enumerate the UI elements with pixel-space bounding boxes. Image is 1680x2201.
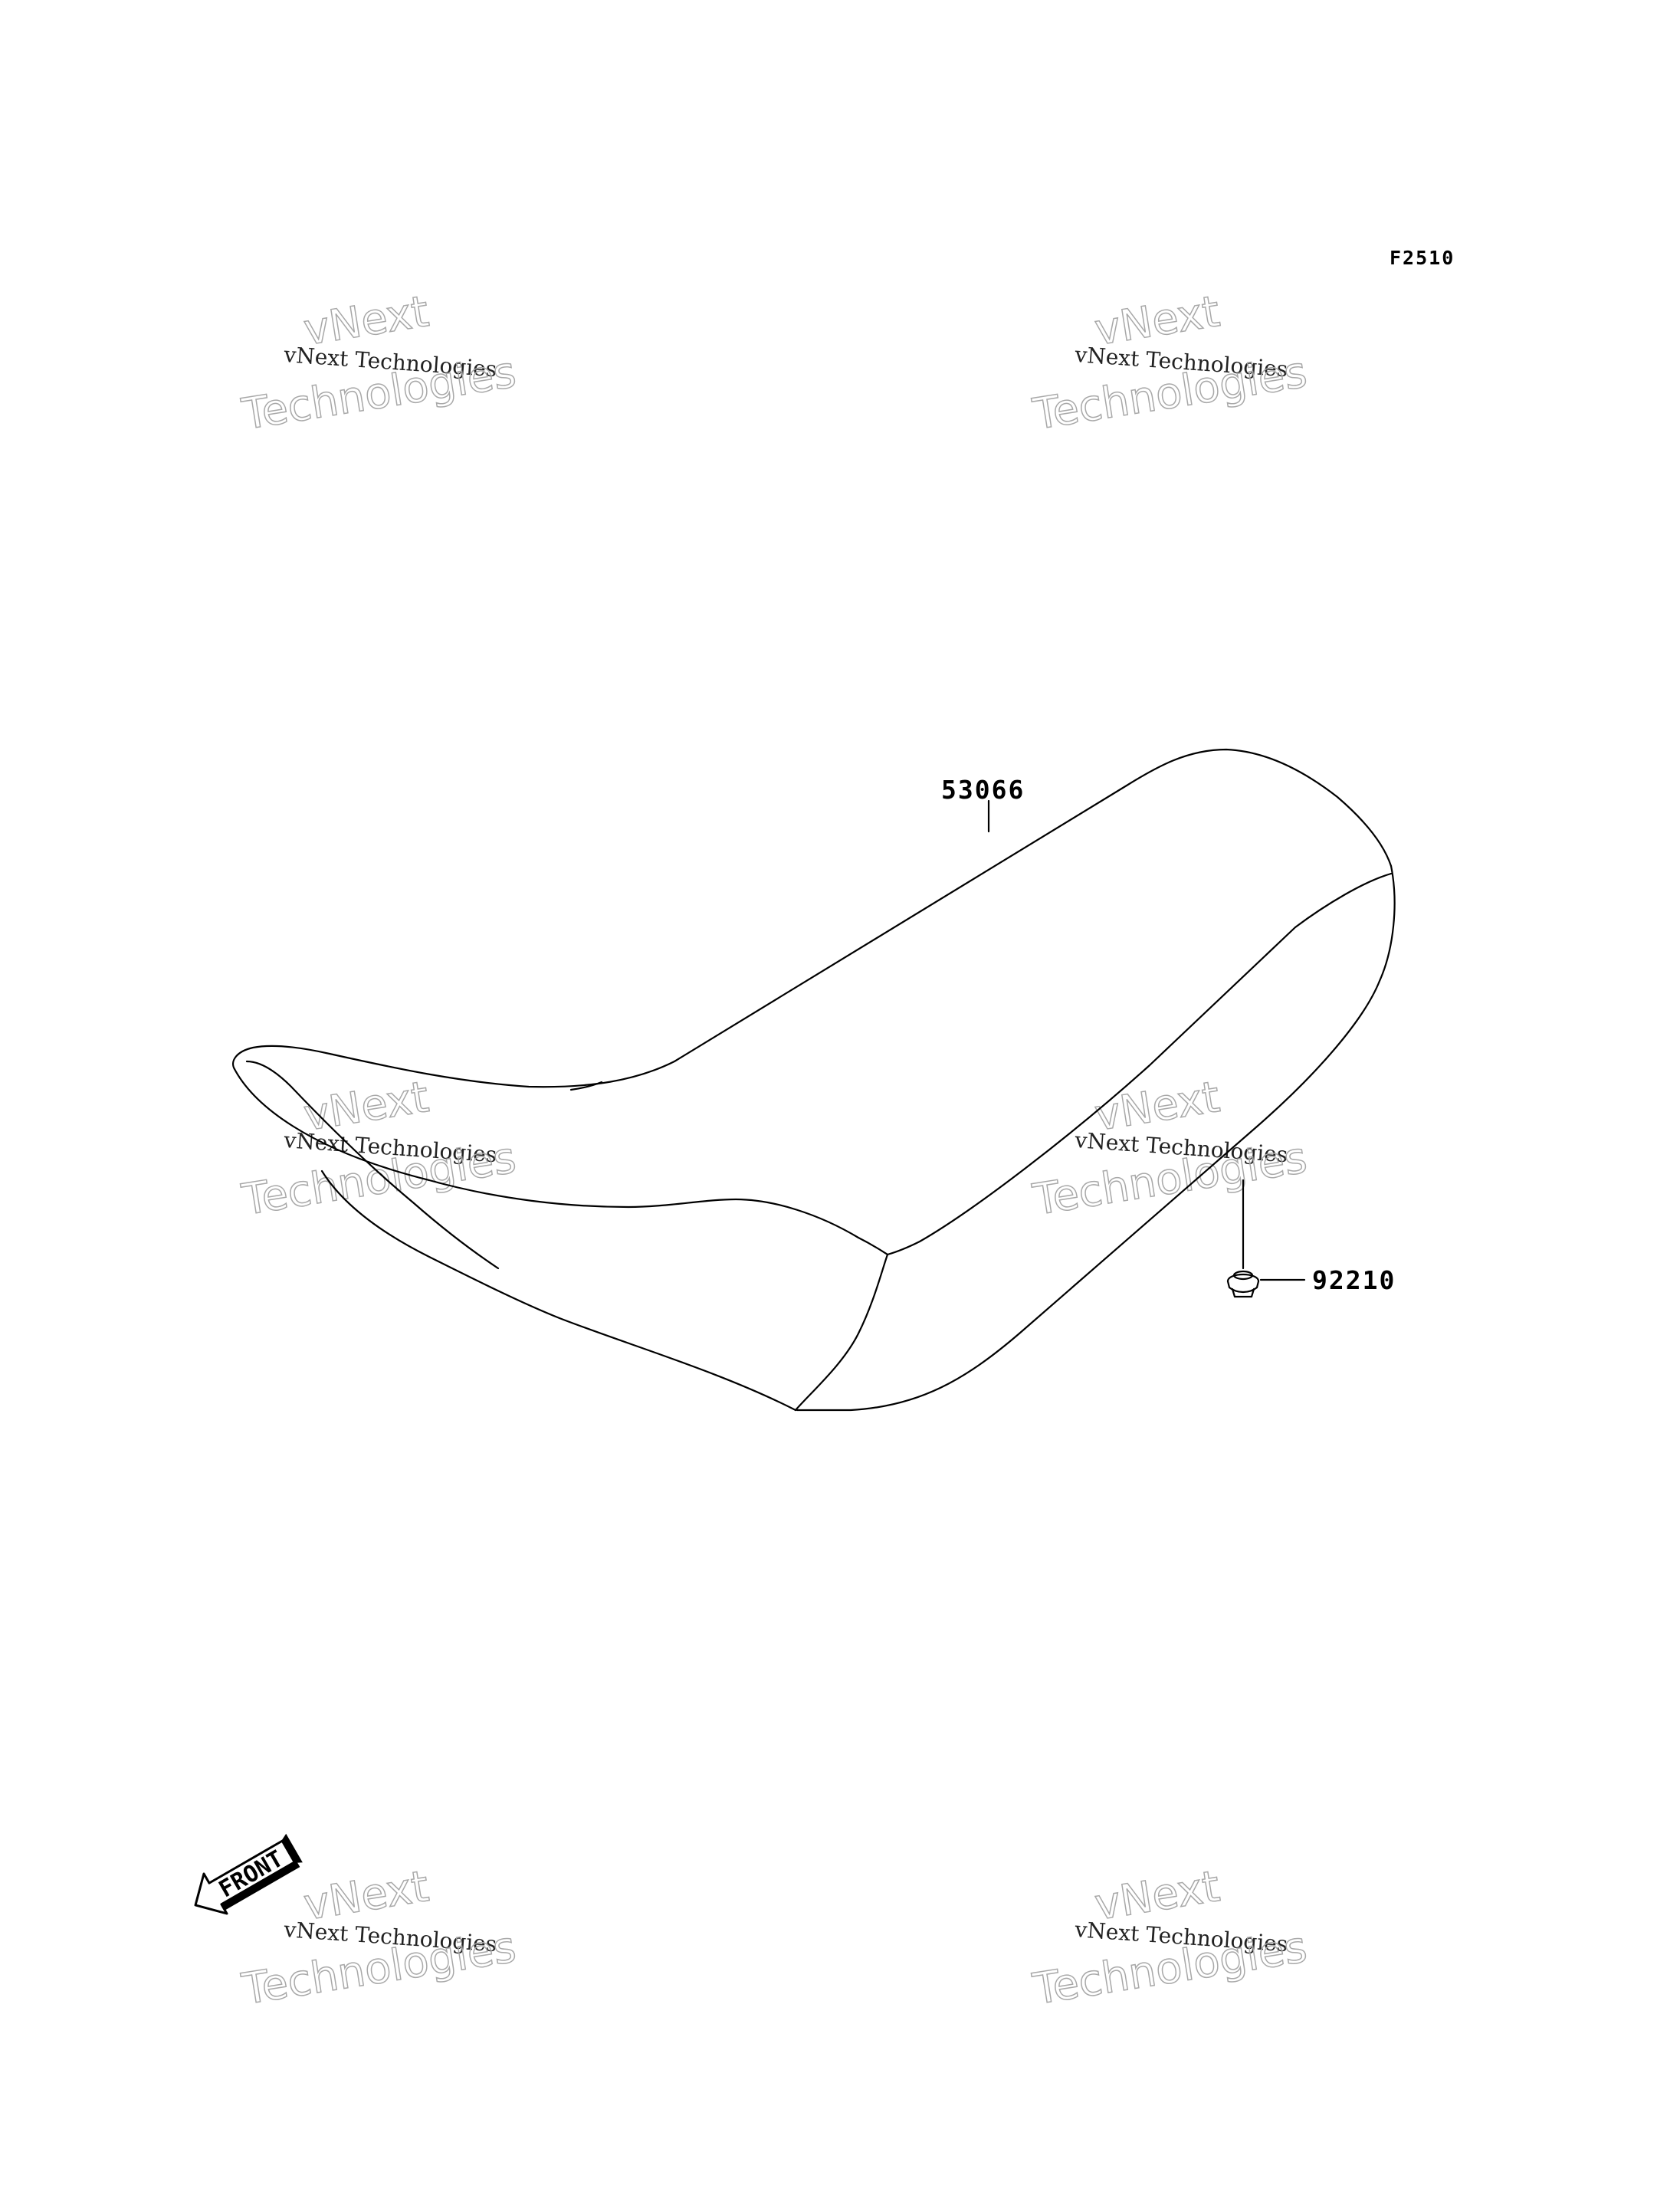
seat-side-lower-edge [320, 1169, 797, 1412]
seat-top-right-edge [886, 872, 1393, 1256]
watermark: vNext vNext Technologies Technologies [1029, 1861, 1311, 2015]
seat-top-outline [232, 748, 1393, 1088]
seat-drawing [232, 748, 1396, 1412]
grommet-icon [1226, 1270, 1260, 1298]
watermark: vNext vNext Technologies Technologies [238, 286, 520, 440]
part-number-label[interactable]: 92210 [1312, 1265, 1396, 1295]
callout-53066: 53066 [941, 775, 1025, 833]
seat-nose-detail [245, 1060, 500, 1270]
watermark: vNext vNext Technologies Technologies [1029, 286, 1311, 440]
seat-rear-edge [796, 864, 1396, 1412]
callout-92210: 92210 [1226, 1179, 1396, 1298]
part-number-label[interactable]: 53066 [941, 775, 1025, 805]
seat-top-front-edge [233, 1068, 889, 1256]
watermark: vNext vNext Technologies Technologies [238, 1861, 520, 2015]
seat-side-crease [794, 1253, 889, 1412]
seat-top-seam [569, 1081, 603, 1091]
watermark: vNext vNext Technologies Technologies [238, 1071, 520, 1225]
figure-code: F2510 [1390, 247, 1455, 269]
front-arrow-icon: FRONT [194, 1833, 303, 1915]
